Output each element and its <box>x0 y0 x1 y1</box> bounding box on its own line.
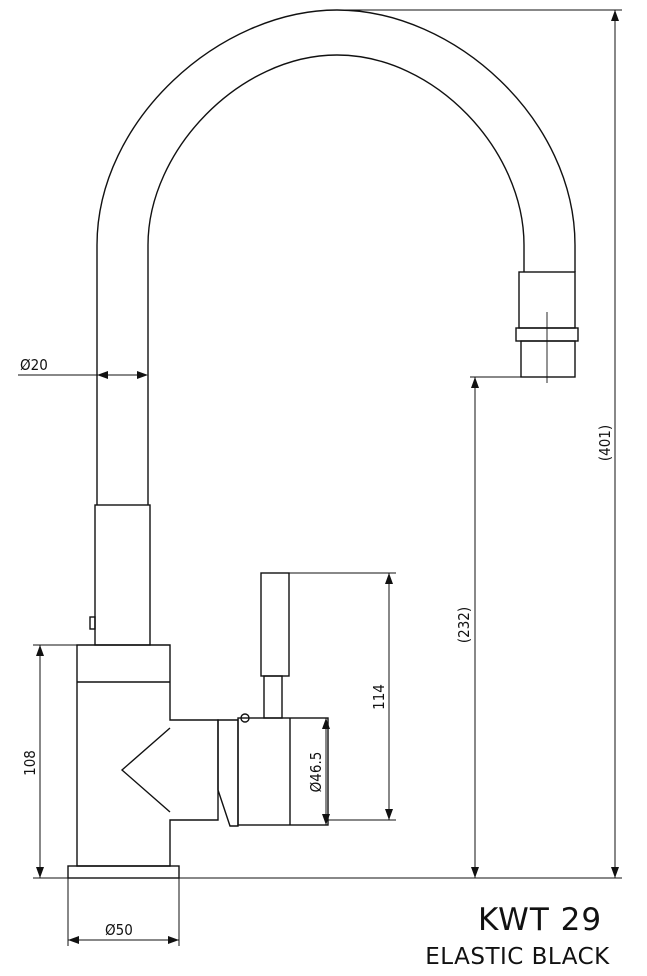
dimension-label-body-height: 108 <box>21 750 39 776</box>
dimension-total-height: (401) <box>337 9 622 878</box>
body-base <box>67 865 180 879</box>
spout-outer-contour <box>96 9 576 505</box>
dimension-lever-height: 114 <box>289 572 396 821</box>
dimension-label-spout-diameter: Ø20 <box>20 356 48 374</box>
dimension-handle-diameter: Ø46.5 <box>307 718 330 825</box>
spout <box>96 9 579 505</box>
dimension-body-height: 108 <box>21 644 77 878</box>
spout-inner-contour <box>147 54 525 505</box>
body-contour <box>76 644 219 867</box>
faucet-body <box>67 644 219 879</box>
neck-button <box>89 616 96 630</box>
dimension-label-base-diameter: Ø50 <box>105 921 133 939</box>
dimension-base-diameter: Ø50 <box>67 878 180 946</box>
handle-cap <box>217 719 239 827</box>
faucet-neck <box>89 504 151 646</box>
dimension-spout-clearance: (232) <box>455 376 521 878</box>
dimension-label-spout-clearance: (232) <box>455 607 473 643</box>
dimension-label-lever-height: 114 <box>370 684 388 710</box>
body-cone <box>120 727 171 813</box>
handle-cylinder <box>237 717 329 826</box>
neck-sleeve <box>94 504 151 646</box>
dimension-spout-diameter: Ø20 <box>18 356 148 379</box>
dimension-label-handle-diameter: Ø46.5 <box>307 752 325 793</box>
dimension-label-total-height: (401) <box>596 425 614 461</box>
lever-stem <box>263 675 283 719</box>
model-variant: ELASTIC BLACK <box>425 944 610 970</box>
spray-head-lower <box>520 340 576 378</box>
lever-upper <box>260 572 290 677</box>
handle <box>217 572 329 827</box>
model-name: KWT 29 <box>477 902 603 938</box>
lever-pin <box>240 713 250 723</box>
